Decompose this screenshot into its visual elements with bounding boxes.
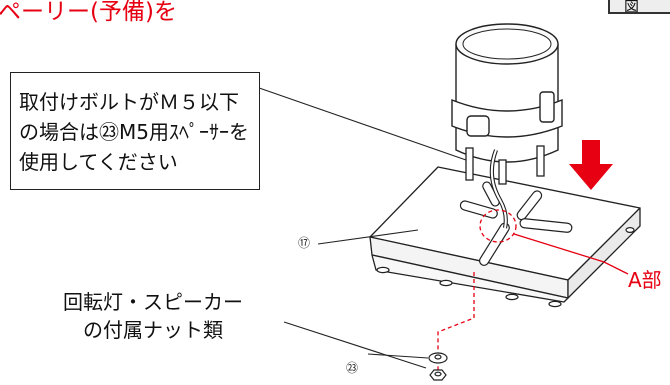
page-title: ペーリー(予備)を	[0, 0, 177, 25]
part-number-bracket: ⑰	[298, 236, 311, 250]
mounting-bolts	[465, 145, 545, 185]
down-arrow-icon	[569, 140, 613, 190]
detail-a-label: A部	[628, 268, 662, 292]
accessory-line: の付属ナット類	[83, 318, 223, 342]
part-number-spacer: ㉓	[346, 361, 359, 375]
figure-tab: 図	[608, 0, 670, 14]
callout-line: の場合は㉓M5用ｽﾍﾟｰｻｰを	[19, 120, 249, 144]
callout-line: 使用してください	[19, 150, 178, 174]
spacer-washer	[428, 352, 448, 364]
accessory-line: 回転灯・スピーカー	[63, 290, 243, 314]
bolt-size-callout: 取付けボルトがＭ５以下 の場合は㉓M5用ｽﾍﾟｰｻｰを 使用してください	[10, 72, 260, 190]
flange-holes	[376, 227, 635, 308]
accessory-note: 回転灯・スピーカー の付属ナット類	[28, 288, 278, 344]
rotating-light-body	[451, 23, 563, 163]
callout-line: 取付けボルトがＭ５以下	[19, 90, 239, 114]
leader-lines	[241, 81, 467, 369]
detail-a-marker	[479, 209, 629, 275]
radial-slots	[459, 181, 573, 266]
hex-nut	[429, 369, 447, 381]
